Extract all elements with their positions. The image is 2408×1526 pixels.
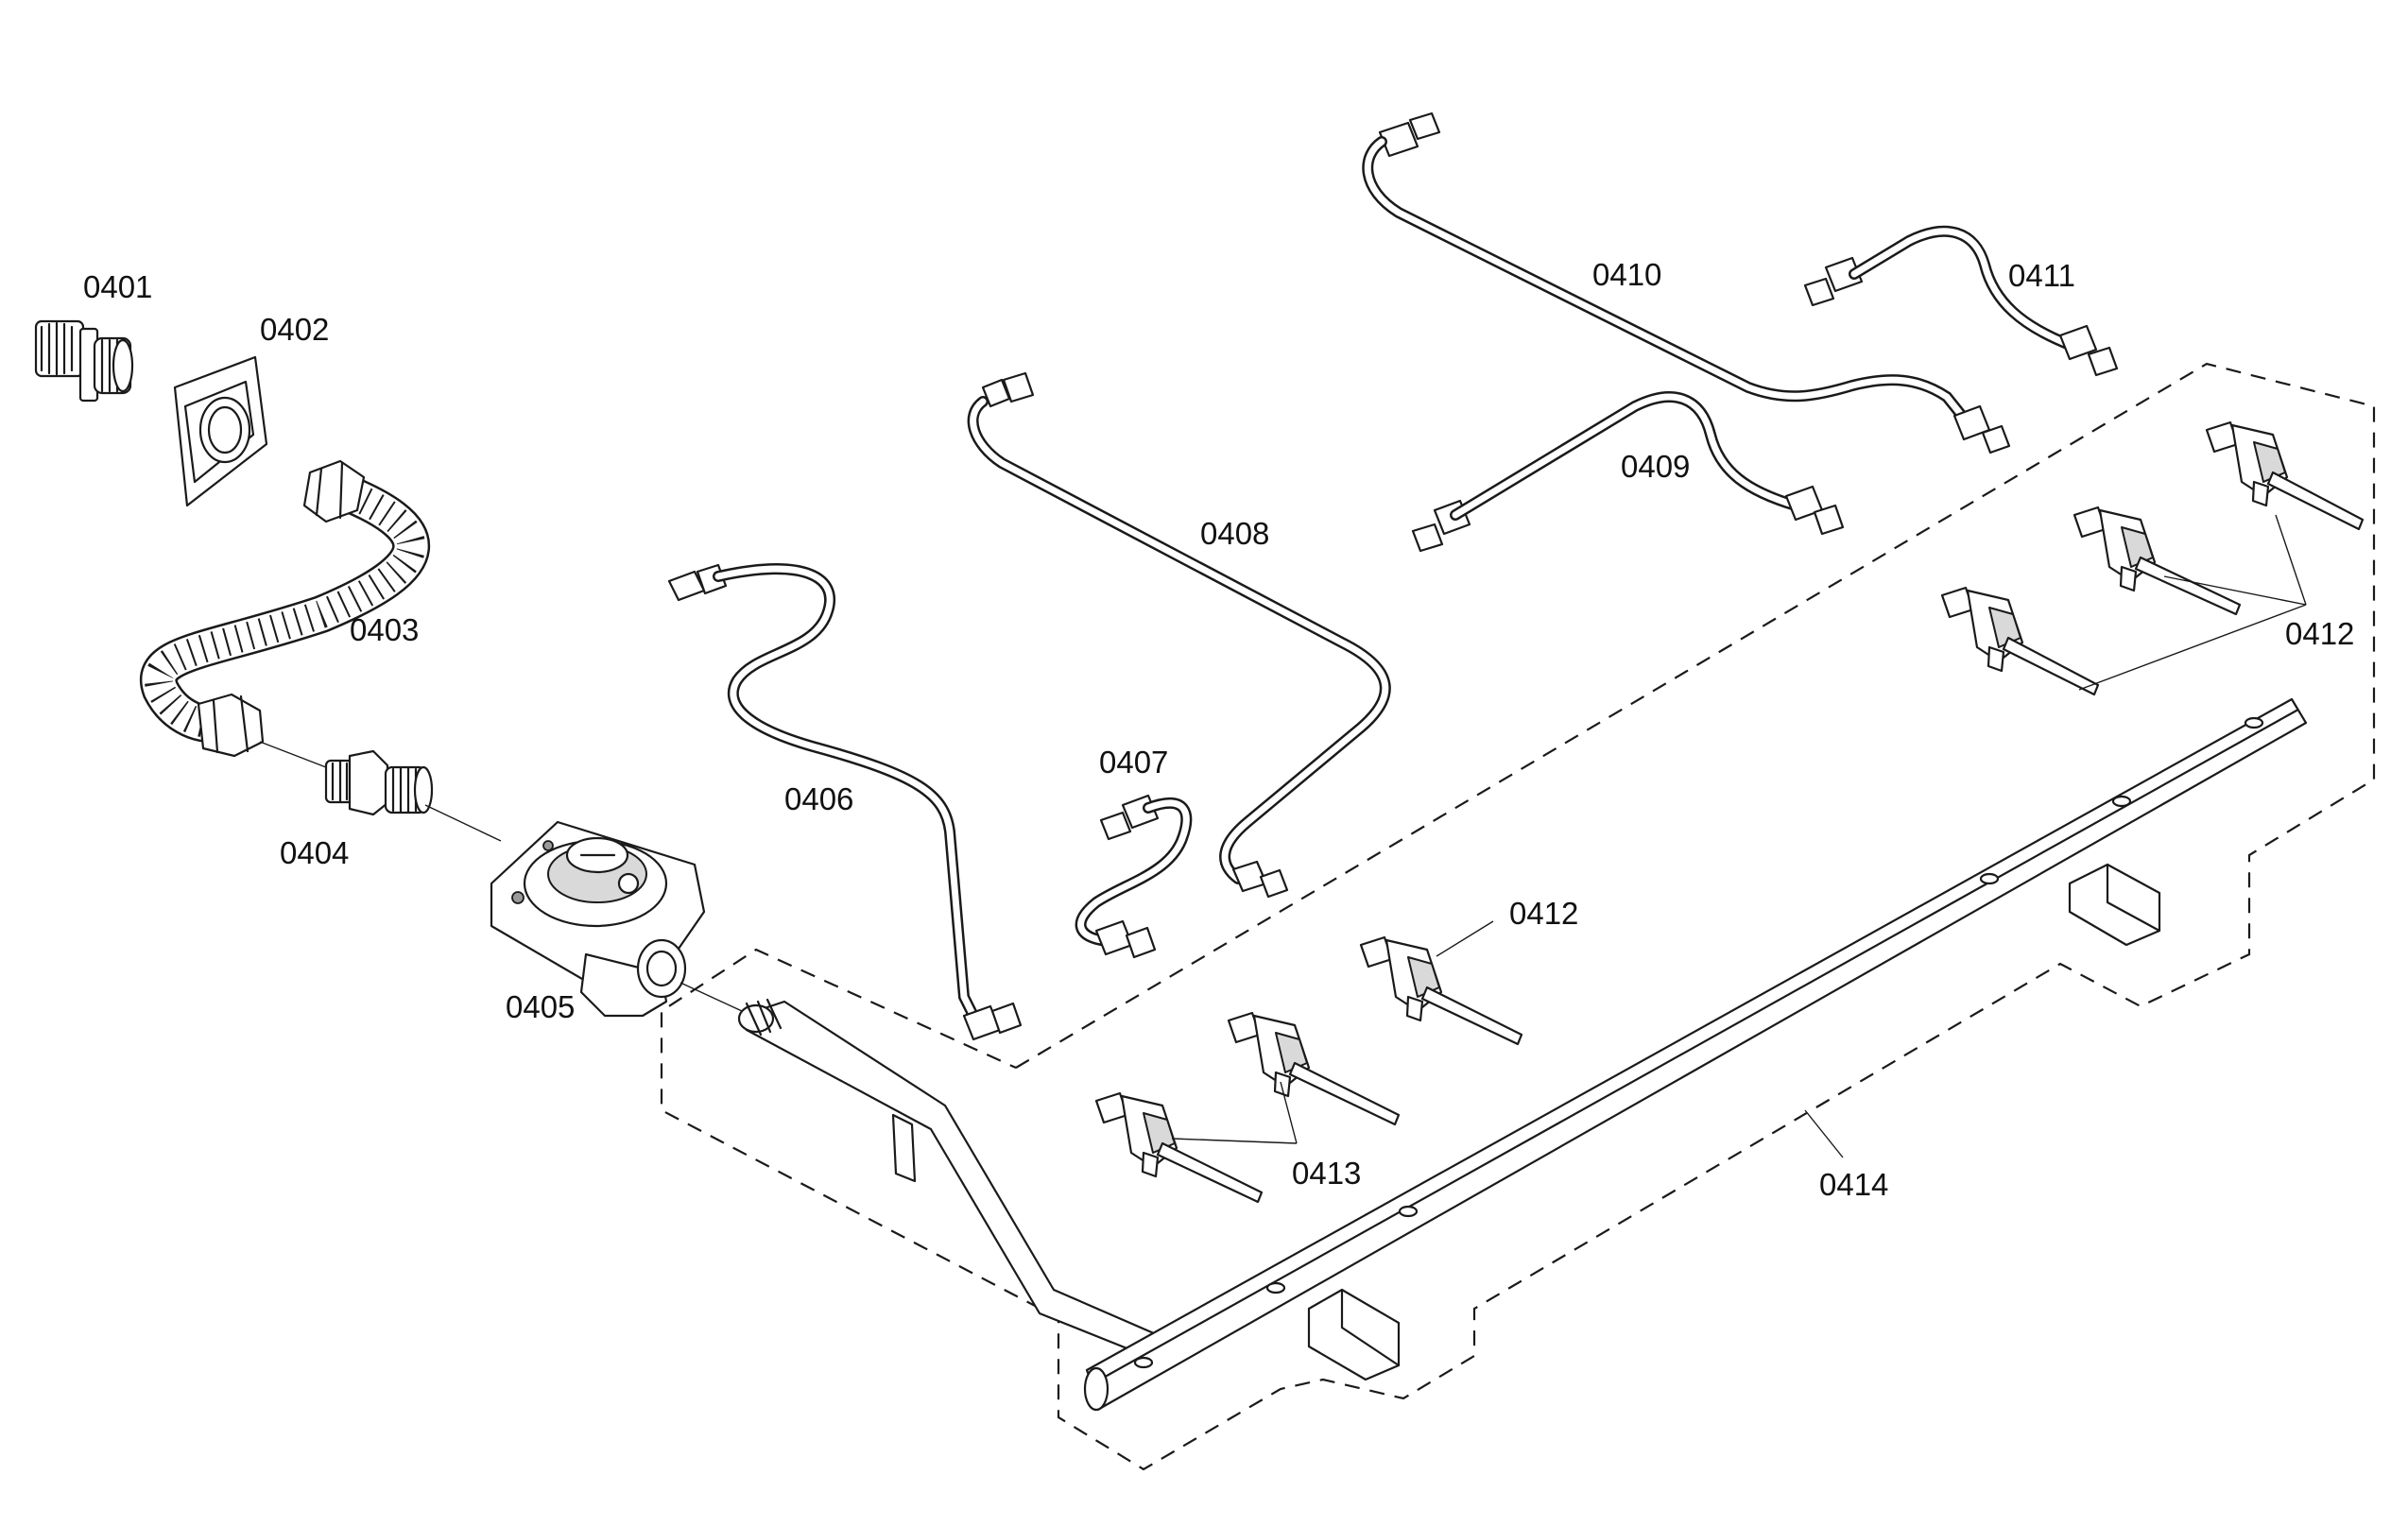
callout-0410: 0410 [1592, 257, 1661, 292]
part-0408-gas-tube [967, 371, 1391, 899]
part-0407-gas-tube [1075, 794, 1193, 959]
leader-0412-lower [1436, 920, 1494, 957]
leader-0412-upper [2078, 514, 2307, 691]
valve [1940, 586, 2100, 696]
callout-0412-lower: 0412 [1509, 896, 1578, 931]
leader-0413 [1171, 1081, 1298, 1144]
part-0411-gas-tube [1803, 225, 2119, 377]
callout-0404: 0404 [280, 835, 349, 870]
callout-0402: 0402 [260, 312, 329, 347]
part-0404-adapter [324, 749, 434, 816]
leader-0404-0405 [424, 804, 502, 842]
callout-0405: 0405 [506, 989, 575, 1024]
callout-0406: 0406 [784, 781, 853, 816]
part-0409-gas-tube [1411, 391, 1845, 553]
part-0405-pressure-regulator [490, 820, 706, 1018]
valve [1227, 1011, 1401, 1126]
valve [1094, 1091, 1264, 1204]
part-0403-flex-gas-hose [140, 459, 430, 758]
callout-0401: 0401 [83, 269, 152, 304]
manifold-ports [1133, 716, 2264, 1369]
valve [2073, 506, 2242, 616]
part-0412-valve-group-upper [1940, 420, 2365, 696]
callout-0411: 0411 [2008, 258, 2075, 293]
leader-0405-manifold [679, 982, 743, 1012]
part-0406-gas-tube [667, 563, 1023, 1041]
callout-0408: 0408 [1200, 516, 1269, 551]
callout-0403: 0403 [350, 612, 419, 647]
part-0414-gas-manifold [737, 697, 2308, 1412]
part-0412-valve-lower [1359, 935, 1523, 1046]
leader-0414 [1804, 1109, 1844, 1158]
valve [2205, 420, 2365, 531]
part-0413-valve-group [1094, 1011, 1401, 1204]
callout-0409: 0409 [1621, 449, 1690, 484]
callout-0414: 0414 [1819, 1167, 1888, 1202]
leader-0403-0404 [259, 741, 327, 768]
part-0402-bracket [173, 355, 268, 507]
callout-0412-upper: 0412 [2285, 616, 2354, 651]
part-0410-gas-tube [1362, 111, 2011, 454]
callout-0413: 0413 [1292, 1156, 1361, 1191]
part-0401-fitting [34, 319, 134, 403]
manifold-assembly-outline [660, 362, 2376, 1471]
callout-0407: 0407 [1099, 745, 1168, 780]
